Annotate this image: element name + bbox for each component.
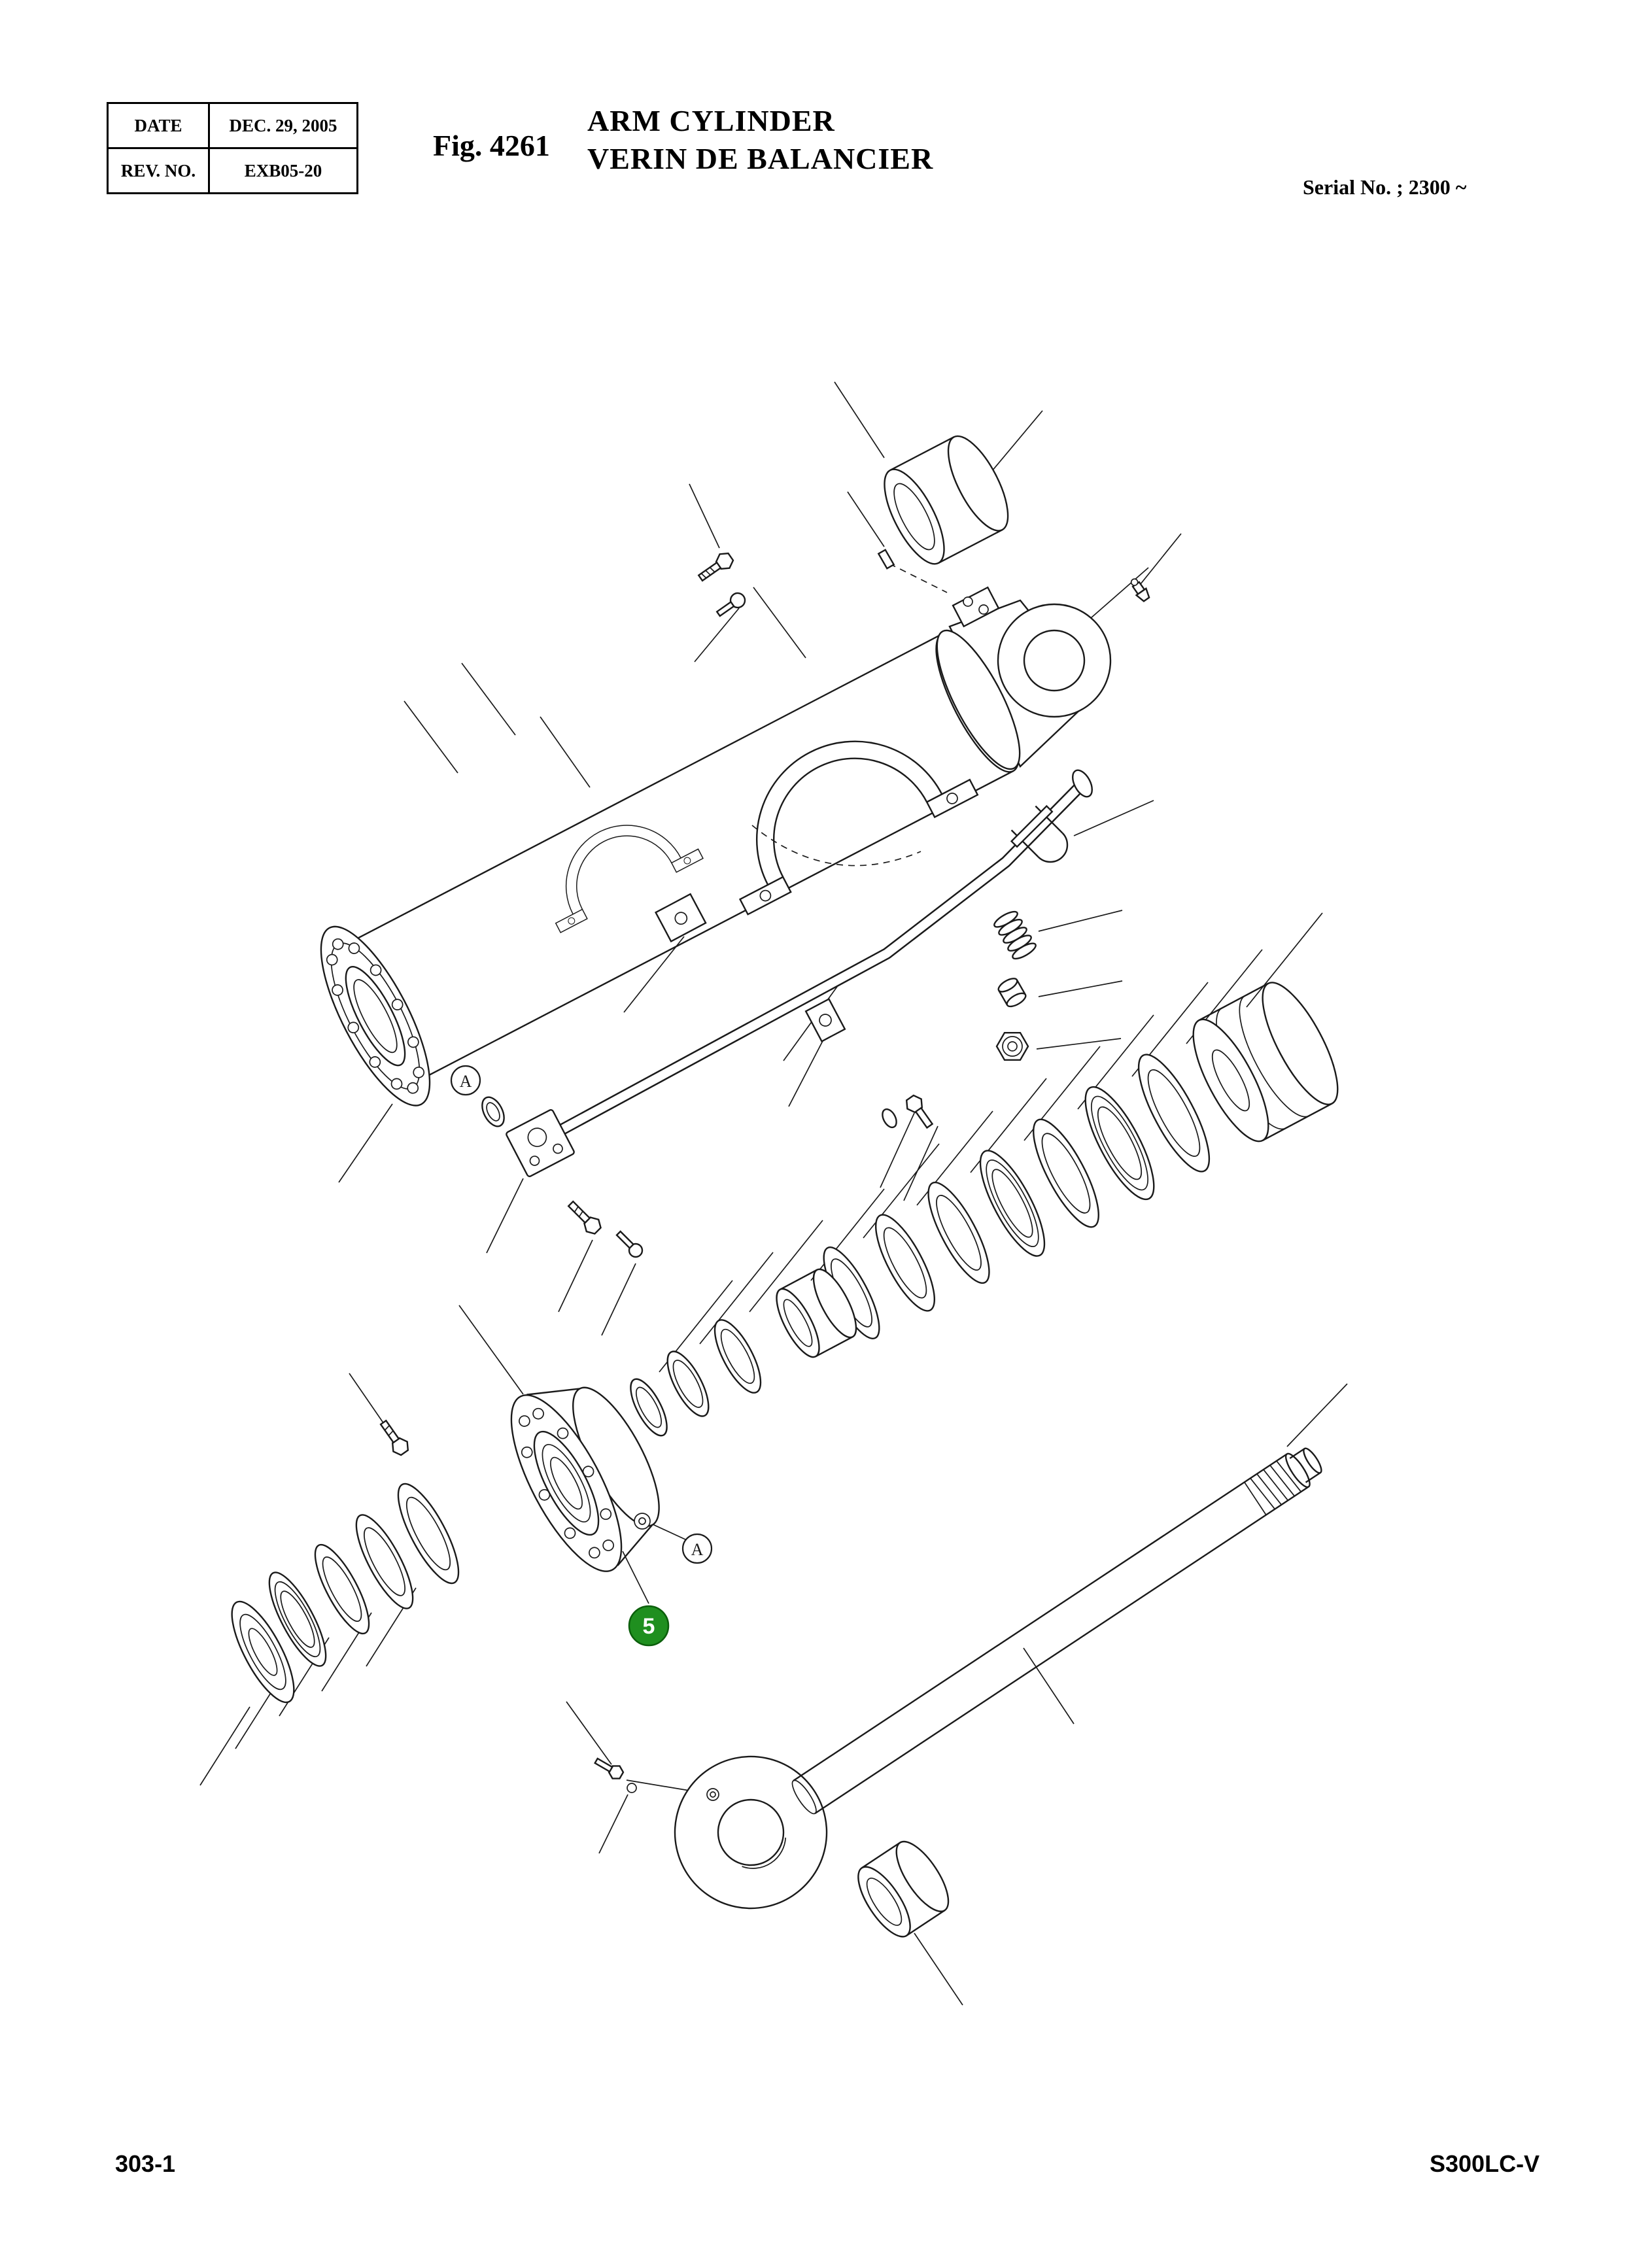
port-boss: [952, 586, 1000, 628]
hex-bolt-top: [697, 552, 734, 582]
cylinder-head-clevis: [936, 586, 1112, 770]
piston-rod: [674, 1447, 1322, 1910]
seal-ring: [979, 1150, 1046, 1257]
table-row: DATE DEC. 29, 2005: [107, 102, 358, 149]
figure-number: Fig. 4261: [433, 129, 550, 162]
pipe-end-flange: [1072, 769, 1093, 798]
o-ring-pipe: [481, 1096, 505, 1127]
pivot-bushing-top: [884, 435, 1009, 565]
clamp-band-small: [555, 825, 704, 933]
valve-plug: [995, 1032, 1029, 1061]
flange-bolt-1: [567, 1200, 602, 1235]
page-title-english: ARM CYLINDER: [587, 104, 835, 137]
grease-nipple-head: [1130, 578, 1150, 602]
model-code: S300LC-V: [1430, 2150, 1540, 2177]
date-label: DATE: [107, 102, 210, 149]
seal-ring: [666, 1350, 710, 1417]
page-title-french: VERIN DE BALANCIER: [587, 142, 934, 175]
rev-no-value: EXB05-20: [208, 147, 358, 194]
check-valve: [997, 978, 1027, 1008]
hydraulic-pipe: [541, 769, 1093, 1144]
rod-seal-rings: [231, 1483, 460, 1704]
cushion-sleeve: [776, 1268, 857, 1358]
callout-5-label: 5: [643, 1614, 655, 1639]
plug-pin: [877, 549, 895, 570]
flange-bolt-2: [615, 1230, 644, 1258]
seal-ring: [1084, 1086, 1155, 1201]
callout-5: 5: [628, 1605, 670, 1647]
seal-ring: [268, 1571, 327, 1667]
page-number: 303-1: [115, 2150, 176, 2177]
pipe-bracket-small: [804, 998, 846, 1042]
piston-seal-rings: [630, 1054, 1211, 1437]
piston: [1192, 982, 1339, 1142]
serial-number-note: Serial No. ; 2300 ~: [1303, 175, 1467, 199]
clamp-band-large: [738, 740, 979, 916]
seal-ring: [823, 1246, 880, 1339]
wiper-ring: [231, 1600, 295, 1704]
seal-ring: [355, 1514, 414, 1609]
pipe-clamp-bracket: [654, 893, 707, 943]
pipe-flange-block: [506, 1109, 575, 1177]
seal-ring: [714, 1319, 762, 1394]
grease-washer: [627, 1783, 637, 1793]
date-value: DEC. 29, 2005: [208, 102, 358, 149]
bracket-bolt: [905, 1094, 934, 1129]
tube-bore: [345, 966, 406, 1067]
callout-a-upper: A: [450, 1065, 481, 1096]
callout-a-lower: A: [681, 1533, 713, 1564]
seal-ring: [874, 1214, 936, 1312]
grease-fitting-rod: [594, 1757, 625, 1779]
seal-ring: [314, 1543, 370, 1635]
seal-ring: [630, 1378, 668, 1437]
callout-a-lower-label: A: [691, 1540, 704, 1559]
washer-screw-top: [715, 592, 746, 617]
u-bolt: [1010, 804, 1069, 863]
rod-thread-end: [1285, 1452, 1311, 1488]
washer: [882, 1108, 897, 1129]
revision-table: DATE DEC. 29, 2005 REV. NO. EXB05-20: [107, 102, 358, 194]
spring: [993, 910, 1037, 960]
seal-ring: [927, 1181, 990, 1284]
cylinder-gland: [510, 1386, 660, 1572]
cylinder-tube: [320, 632, 1020, 1107]
seal-ring: [397, 1483, 460, 1585]
callout-a-upper-label: A: [460, 1072, 472, 1091]
seal-ring: [1033, 1118, 1099, 1228]
hidden-outline: [751, 825, 921, 867]
rev-no-label: REV. NO.: [107, 147, 210, 194]
rod-eye-bushing: [857, 1840, 950, 1938]
seal-ring: [1137, 1054, 1211, 1173]
callout-5-circle: [628, 1605, 670, 1647]
table-row: REV. NO. EXB05-20: [107, 147, 358, 194]
gland-bolt: [379, 1419, 409, 1456]
